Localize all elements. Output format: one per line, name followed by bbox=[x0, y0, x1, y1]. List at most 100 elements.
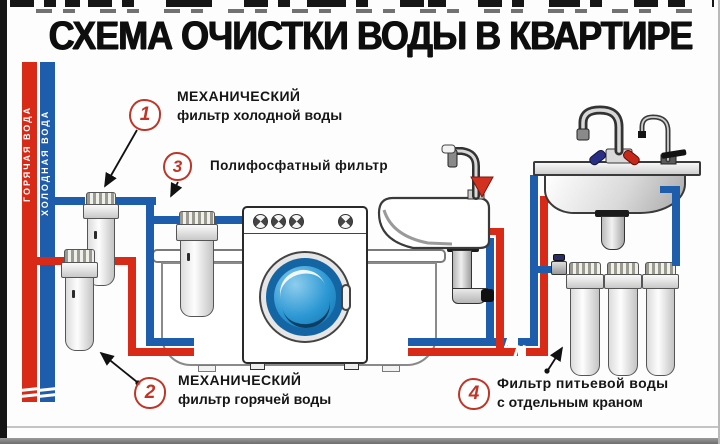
wm-door-handle bbox=[341, 284, 351, 311]
arrow-tail-dot bbox=[544, 368, 550, 374]
hot-water-pipe-label: ГОРЯЧАЯ ВОДА bbox=[22, 105, 32, 203]
callout-2-text: МЕХАНИЧЕСКИЙ фильтр горячей воды bbox=[178, 372, 331, 407]
callout-4-circle: 4 bbox=[458, 378, 490, 410]
drinking-tap-lever bbox=[661, 149, 687, 159]
callout-1-text: МЕХАНИЧЕСКИЙ фильтр холодной воды bbox=[177, 88, 342, 123]
cold-water-pipe bbox=[40, 62, 55, 402]
wm-control-panel bbox=[244, 208, 366, 234]
wm-knob bbox=[253, 214, 268, 229]
callout-3-line-1: Полифосфатный фильтр bbox=[210, 158, 389, 173]
callout-1-line-2: фильтр холодной воды bbox=[177, 107, 343, 123]
kitchen-counter bbox=[533, 161, 701, 176]
valve-handle bbox=[553, 254, 565, 261]
filter-collar bbox=[642, 274, 679, 289]
cold-branch-after-filter1 bbox=[116, 197, 156, 205]
hot-branch-after-filter2 bbox=[94, 257, 136, 265]
hot-water-pipe bbox=[22, 62, 37, 402]
filter-slot bbox=[72, 290, 75, 298]
page-title: СХЕМА ОЧИСТКИ ВОДЫ В КВАРТИРЕ bbox=[48, 13, 693, 58]
drinking-feed-down bbox=[672, 186, 680, 266]
washbasin-faucet bbox=[450, 147, 480, 200]
callout-2-number: 2 bbox=[144, 382, 156, 403]
bathtub-foot-left bbox=[198, 365, 216, 372]
filter-collar bbox=[566, 274, 604, 289]
callout-2-circle: 2 bbox=[134, 377, 166, 409]
callout-3-number: 3 bbox=[172, 156, 183, 176]
wm-door-ring bbox=[266, 258, 344, 336]
filter-collar bbox=[604, 274, 642, 289]
washbasin-bowl-shade bbox=[382, 209, 453, 246]
arrow-to-polyphosphate-filter bbox=[170, 181, 183, 198]
kitchen-drain-flange bbox=[595, 210, 629, 217]
callout-4-line-2: с отдельным краном bbox=[497, 394, 643, 410]
trap-valve-knob bbox=[481, 289, 494, 302]
filter-body bbox=[180, 240, 214, 317]
cropped-text-row-top bbox=[10, 0, 714, 7]
filter-slot bbox=[94, 231, 97, 239]
filter-cap bbox=[64, 249, 95, 263]
wm-foot-right bbox=[344, 363, 359, 370]
hot-bottom-run-kitchen bbox=[526, 348, 548, 356]
hot-branch-down-pipe bbox=[128, 257, 136, 356]
callout-4-text: Фильтр питьевой воды с отдельным краном bbox=[497, 375, 669, 410]
hot-bottom-run-right bbox=[408, 348, 518, 356]
cold-bottom-run-right bbox=[408, 338, 508, 346]
filter-collar bbox=[83, 204, 119, 219]
filter-body bbox=[570, 288, 600, 376]
bottom-divider-line bbox=[7, 426, 718, 428]
cold-branch-down-pipe bbox=[146, 197, 154, 346]
wm-knob bbox=[289, 214, 304, 229]
kitchen-faucet bbox=[576, 105, 640, 166]
filter-slot bbox=[187, 253, 190, 261]
drinking-tap-tip bbox=[638, 131, 646, 138]
washbasin-faucet-knob bbox=[441, 144, 456, 154]
callout-3-text: Полифосфатный фильтр bbox=[210, 158, 388, 173]
filter-collar bbox=[61, 262, 98, 278]
drinking-tap-spout bbox=[639, 114, 671, 163]
left-frame-strip bbox=[0, 0, 7, 444]
callout-1-line-1: МЕХАНИЧЕСКИЙ bbox=[177, 88, 301, 104]
cold-water-pipe-label: ХОЛОДНАЯ ВОДА bbox=[40, 109, 50, 217]
filter-body bbox=[608, 288, 638, 376]
wm-knob bbox=[338, 214, 353, 229]
drinking-feed-top bbox=[660, 186, 678, 193]
hot-indicator-triangle bbox=[470, 176, 494, 199]
wm-door bbox=[259, 251, 351, 343]
hot-bottom-run-left bbox=[128, 348, 194, 356]
pipe-break-mark bbox=[519, 344, 526, 359]
washing-machine bbox=[242, 206, 368, 364]
filter-polyphosphate bbox=[176, 211, 218, 317]
filter-hot-mechanical bbox=[61, 249, 98, 351]
washbasin-bowl bbox=[377, 196, 491, 250]
filter-inlet-valve bbox=[551, 261, 567, 275]
kitchen-sink-basin bbox=[544, 176, 686, 214]
cold-branch-to-filter1 bbox=[55, 197, 85, 205]
bottom-frame-strip bbox=[0, 438, 718, 444]
drinking-tap-highlight bbox=[641, 116, 669, 161]
filter-cap bbox=[179, 211, 215, 225]
washbasin-spout-tip bbox=[447, 149, 458, 168]
kitchen-faucet-spout bbox=[578, 105, 624, 156]
drinking-filter-canister-2 bbox=[604, 262, 642, 376]
bathtub-foot-right bbox=[382, 365, 400, 372]
arrow-to-hot-filter bbox=[99, 351, 138, 383]
callout-4-number: 4 bbox=[468, 383, 480, 404]
hot-riser-washbasin bbox=[496, 231, 504, 356]
wm-knob bbox=[271, 214, 286, 229]
kitchen-drain-pipe bbox=[601, 216, 625, 250]
kitchen-faucet-highlight bbox=[581, 108, 621, 153]
arrow-to-cold-filter bbox=[104, 129, 138, 188]
callout-2-line-1: МЕХАНИЧЕСКИЙ bbox=[178, 372, 302, 388]
cold-riser-kitchen bbox=[530, 175, 538, 346]
hot-stub-washbasin bbox=[470, 228, 504, 235]
hot-riser-kitchen bbox=[540, 196, 548, 356]
callout-4-line-1: Фильтр питьевой воды bbox=[497, 375, 669, 391]
filter-body bbox=[646, 288, 675, 376]
filter-collar bbox=[176, 224, 218, 241]
callout-3-circle: 3 bbox=[163, 152, 192, 181]
drinking-filter-canister-3 bbox=[642, 262, 679, 376]
callout-1-circle: 1 bbox=[129, 99, 161, 131]
cold-bottom-run-kitchen bbox=[518, 338, 538, 346]
callout-2-line-2: фильтр горячей воды bbox=[178, 391, 332, 407]
